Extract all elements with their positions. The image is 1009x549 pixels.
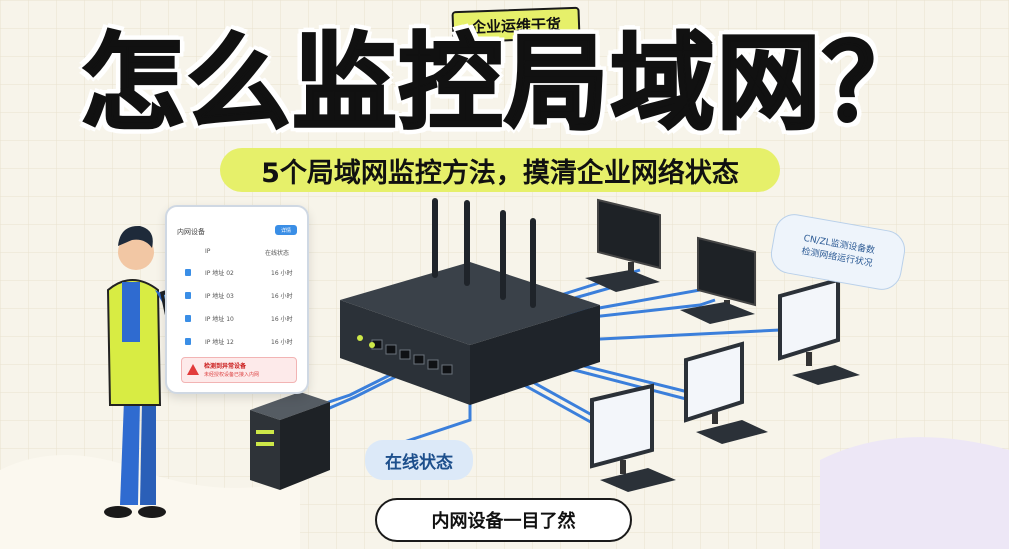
panel-row-value: 16 小时 (271, 339, 293, 346)
panel-header: 内网设备 (177, 228, 205, 236)
bottom-caption-pill: 内网设备一目了然 (375, 498, 632, 542)
alert-subtitle: 未经授权设备已接入内网 (204, 372, 260, 378)
antenna (500, 210, 506, 300)
monitor-dark-2 (680, 236, 756, 324)
router (340, 198, 600, 405)
device-icon (185, 338, 191, 345)
subtitle-banner: 5个局域网监控方法，摸清企业网络状态 (220, 148, 780, 192)
panel-column-ip: IP (205, 248, 211, 255)
monitor-lit-1 (778, 277, 860, 385)
device-monitor-panel: 内网设备 详情 IP 在线状态 IP 地址 02 16 小时 IP 地址 03 … (165, 205, 309, 394)
antenna (432, 198, 438, 278)
device-icon (185, 292, 191, 299)
monitor-lit-3 (590, 383, 676, 492)
device-icon (185, 269, 191, 276)
panel-row-ip: IP 地址 12 (205, 339, 234, 346)
online-status-bubble: 在线状态 (365, 440, 473, 480)
panel-row[interactable]: IP 地址 12 16 小时 (179, 336, 299, 350)
panel-row-value: 16 小时 (271, 316, 293, 323)
antenna (530, 218, 536, 308)
panel-row[interactable]: IP 地址 10 16 小时 (179, 313, 299, 327)
warning-icon (187, 364, 199, 375)
page-title: 怎么监控局域网？ (79, 22, 929, 144)
panel-details-button[interactable]: 详情 (275, 225, 297, 235)
server-tower (250, 392, 330, 490)
monitor-lit-2 (684, 341, 768, 444)
panel-row-ip: IP 地址 02 (205, 270, 234, 277)
device-icon (185, 315, 191, 322)
monitor-dark-1 (585, 198, 661, 292)
panel-row-ip: IP 地址 10 (205, 316, 234, 323)
panel-row-value: 16 小时 (271, 270, 293, 277)
alert-box[interactable]: 检测到异常设备 未经授权设备已接入内网 (181, 357, 297, 383)
panel-row[interactable]: IP 地址 02 16 小时 (179, 267, 299, 281)
panel-row-value: 16 小时 (271, 293, 293, 300)
panel-row[interactable]: IP 地址 03 16 小时 (179, 290, 299, 304)
antenna (464, 200, 470, 286)
panel-row-ip: IP 地址 03 (205, 293, 234, 300)
router-ports (371, 339, 453, 375)
panel-column-status: 在线状态 (265, 250, 290, 257)
alert-title: 检测到异常设备 (204, 363, 247, 370)
